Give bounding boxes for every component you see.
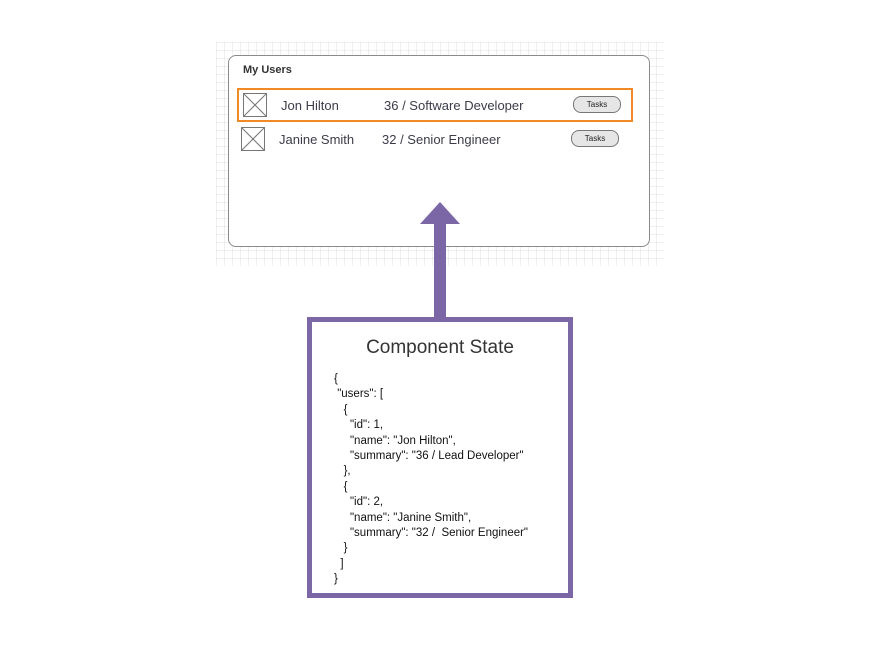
component-state-json: { "users": [ { "id": 1, "name": "Jon Hil…: [334, 373, 529, 586]
component-state-title: Component State: [366, 337, 514, 358]
image-placeholder-icon: [243, 93, 267, 117]
tasks-button[interactable]: Tasks: [571, 130, 619, 147]
user-summary: 32 / Senior Engineer: [382, 132, 501, 147]
user-summary: 36 / Software Developer: [384, 98, 524, 113]
my-users-panel: My Users Jon Hilton 36 / Software Develo…: [228, 55, 650, 247]
user-row-selected[interactable]: Jon Hilton 36 / Software Developer Tasks: [237, 88, 633, 122]
user-row[interactable]: Janine Smith 32 / Senior Engineer Tasks: [237, 124, 633, 158]
component-state-panel: Component State { "users": [ { "id": 1, …: [307, 317, 573, 598]
tasks-button[interactable]: Tasks: [573, 96, 621, 113]
user-name: Janine Smith: [279, 132, 355, 147]
image-placeholder-icon: [241, 127, 265, 151]
arrow-up-icon: [420, 202, 460, 318]
user-name: Jon Hilton: [281, 98, 339, 113]
panel-title: My Users: [243, 64, 292, 76]
